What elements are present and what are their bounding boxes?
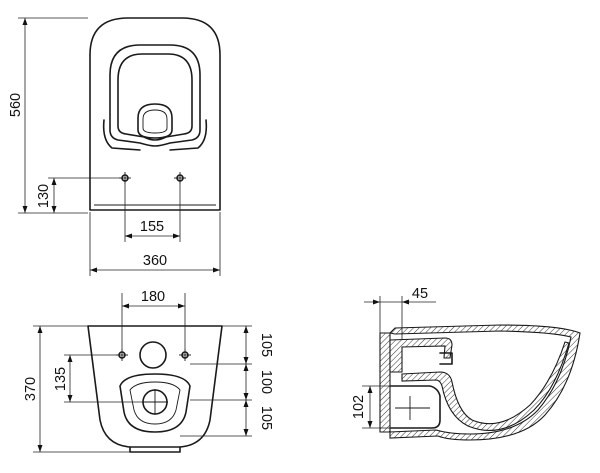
label-outlet-height-102: 102 — [351, 395, 367, 419]
label-depth-370: 370 — [23, 377, 39, 401]
label-width-360: 360 — [143, 253, 167, 269]
dim-width-360 — [89, 212, 221, 276]
label-top-offset-45: 45 — [412, 286, 428, 302]
label-hole-spacing-155: 155 — [140, 219, 164, 235]
front-body-outline — [87, 325, 223, 448]
label-right-mid-100: 100 — [258, 370, 274, 394]
label-top-spacing-180: 180 — [141, 289, 165, 305]
front-inner-rim — [119, 373, 191, 433]
front-outlet-circle — [139, 341, 167, 369]
dim-height-560 — [18, 17, 88, 214]
fixing-hole-right — [174, 172, 186, 184]
drain-opening-inner — [142, 109, 168, 134]
dim-outlet-height-102 — [362, 385, 392, 429]
drain-opening — [137, 103, 173, 139]
side-wall-plate — [379, 332, 391, 433]
side-body-section — [388, 324, 581, 441]
seat-outer-outline — [109, 44, 201, 147]
dim-right-chain — [180, 325, 252, 437]
label-hole-height-135: 135 — [53, 367, 69, 391]
side-outlet-tube — [389, 385, 441, 429]
dim-depth-370 — [33, 325, 130, 453]
dim-hole-offset-130 — [48, 177, 122, 213]
seat-hinge-right — [169, 119, 208, 151]
side-upper-channel — [389, 337, 453, 373]
dim-hole-height-135 — [64, 354, 142, 403]
label-right-bottom-105: 105 — [258, 406, 274, 430]
label-height-560: 560 — [8, 93, 24, 117]
side-section-view: 45 102 — [351, 286, 581, 441]
dim-top-spacing-180 — [121, 293, 186, 349]
seat-inner-outline — [117, 53, 193, 141]
dim-hole-spacing-155 — [124, 184, 181, 242]
label-hole-offset-130: 130 — [36, 184, 52, 208]
dim-top-offset-45 — [364, 296, 436, 340]
seat-hinge-left — [102, 119, 141, 151]
front-base-foot — [129, 446, 181, 453]
label-right-top-105: 105 — [258, 333, 274, 357]
front-inner-bowl — [129, 381, 181, 425]
front-fixing-hole-right — [179, 349, 191, 361]
front-view: 180 370 135 — [23, 289, 274, 453]
side-siphon — [401, 341, 570, 431]
bowl-top-outline — [89, 17, 221, 211]
top-view: 560 130 155 360 — [8, 17, 221, 276]
